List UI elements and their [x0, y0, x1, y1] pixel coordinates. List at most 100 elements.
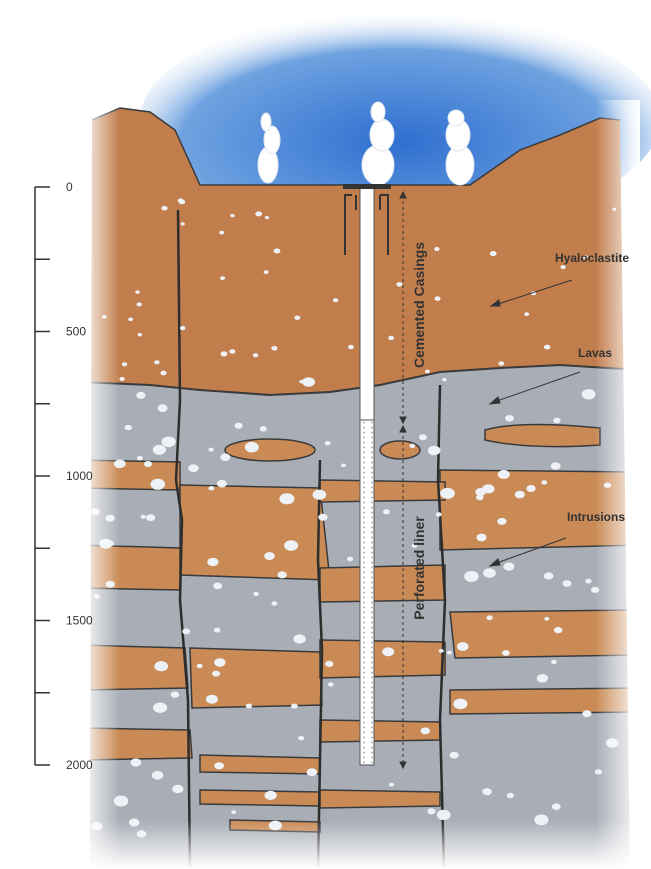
- rock-clast: [144, 461, 152, 467]
- rock-clast: [409, 444, 415, 448]
- rock-clast: [388, 336, 394, 340]
- rock-clast: [383, 509, 390, 514]
- rock-clast: [563, 580, 572, 587]
- rock-clast: [207, 558, 218, 566]
- rock-clast: [182, 628, 190, 634]
- rock-clast: [544, 572, 554, 579]
- depth-tick-label: 1000: [66, 469, 93, 483]
- rock-clast: [453, 699, 467, 710]
- rock-clast: [265, 216, 269, 219]
- rock-clast: [260, 426, 267, 431]
- rock-clast: [347, 557, 353, 562]
- rock-clast: [284, 540, 298, 551]
- rock-clast: [298, 736, 304, 740]
- rock-clast: [450, 752, 459, 759]
- rock-clast: [229, 349, 235, 354]
- rock-clast: [382, 647, 394, 656]
- rock-clast: [135, 290, 139, 293]
- hyaloclastite-label: Hyaloclastite: [555, 251, 629, 265]
- rock-clast: [554, 627, 563, 633]
- rock-clast: [181, 222, 185, 225]
- rock-clast: [439, 649, 444, 653]
- rock-clast: [328, 682, 334, 686]
- rock-clast: [505, 415, 514, 422]
- rock-clast: [158, 404, 168, 412]
- rock-clast: [552, 803, 561, 810]
- rock-clast: [396, 282, 402, 287]
- rock-clast: [161, 206, 167, 211]
- rock-clast: [425, 370, 430, 374]
- rock-clast: [561, 265, 566, 269]
- rock-clast: [428, 446, 441, 455]
- rock-clast: [253, 592, 259, 596]
- rock-clast: [515, 491, 525, 499]
- rock-clast: [220, 454, 230, 462]
- rock-clast: [457, 642, 469, 651]
- rock-clast: [482, 788, 491, 795]
- rock-clast: [483, 568, 496, 578]
- rock-clast: [217, 480, 227, 488]
- rock-clast: [153, 703, 167, 713]
- depth-tick-label: 1500: [66, 614, 93, 628]
- wellhead: [343, 184, 391, 189]
- rock-clast: [137, 456, 143, 461]
- rock-clast: [427, 808, 435, 814]
- rock-clast: [264, 270, 269, 274]
- rock-clast: [162, 437, 176, 448]
- rock-clast: [246, 704, 252, 709]
- rock-clast: [153, 445, 166, 455]
- rock-clast: [214, 628, 221, 633]
- rock-clast: [476, 534, 486, 542]
- intrusion-band: [320, 790, 440, 808]
- depth-tick-label: 2000: [66, 758, 93, 772]
- rock-clast: [526, 485, 535, 492]
- rock-clast: [245, 442, 259, 453]
- rock-clast: [154, 661, 168, 671]
- rock-clast: [152, 771, 164, 780]
- rock-clast: [537, 674, 548, 683]
- rock-clast: [434, 247, 439, 251]
- intrusion-lens: [225, 439, 315, 461]
- well-pipe-upper: [360, 187, 374, 427]
- rock-clast: [132, 762, 138, 766]
- rock-clast: [180, 326, 186, 330]
- rock-clast: [212, 671, 220, 677]
- rock-clast: [544, 345, 550, 350]
- rock-clast: [179, 200, 186, 205]
- intrusion-lens: [485, 424, 600, 446]
- rock-clast: [442, 378, 447, 381]
- rock-clast: [160, 371, 166, 376]
- rock-clast: [214, 658, 225, 667]
- rock-clast: [279, 493, 294, 504]
- rock-clast: [122, 362, 127, 366]
- rock-clast: [271, 601, 277, 605]
- rock-clast: [188, 464, 199, 472]
- rock-clast: [136, 392, 145, 399]
- rock-clast: [553, 418, 560, 424]
- rock-clast: [502, 650, 510, 656]
- rock-clast: [271, 346, 277, 351]
- perforated-liner-label: Perforated liner: [411, 516, 427, 620]
- rock-clast: [447, 651, 452, 655]
- rock-clast: [419, 434, 427, 440]
- rock-clast: [220, 276, 225, 280]
- rock-clast: [421, 727, 430, 734]
- depth-tick-label: 0: [66, 180, 73, 194]
- rock-clast: [464, 571, 479, 582]
- cemented-casings-label: Cemented Casings: [411, 242, 427, 368]
- intrusion-lens: [380, 441, 420, 459]
- rock-clast: [325, 441, 331, 445]
- rock-clast: [230, 214, 234, 217]
- intrusions-label: Intrusions: [567, 510, 625, 524]
- rock-clast: [208, 448, 213, 452]
- rock-clast: [498, 470, 510, 479]
- lavas-label: Lavas: [578, 346, 612, 360]
- rock-clast: [582, 389, 596, 399]
- rock-clast: [208, 486, 214, 490]
- rock-clast: [333, 298, 338, 302]
- rock-clast: [219, 231, 224, 235]
- intrusion-band: [320, 640, 445, 678]
- rock-clast: [325, 661, 333, 667]
- rock-clast: [171, 691, 180, 697]
- rock-clast: [551, 462, 561, 469]
